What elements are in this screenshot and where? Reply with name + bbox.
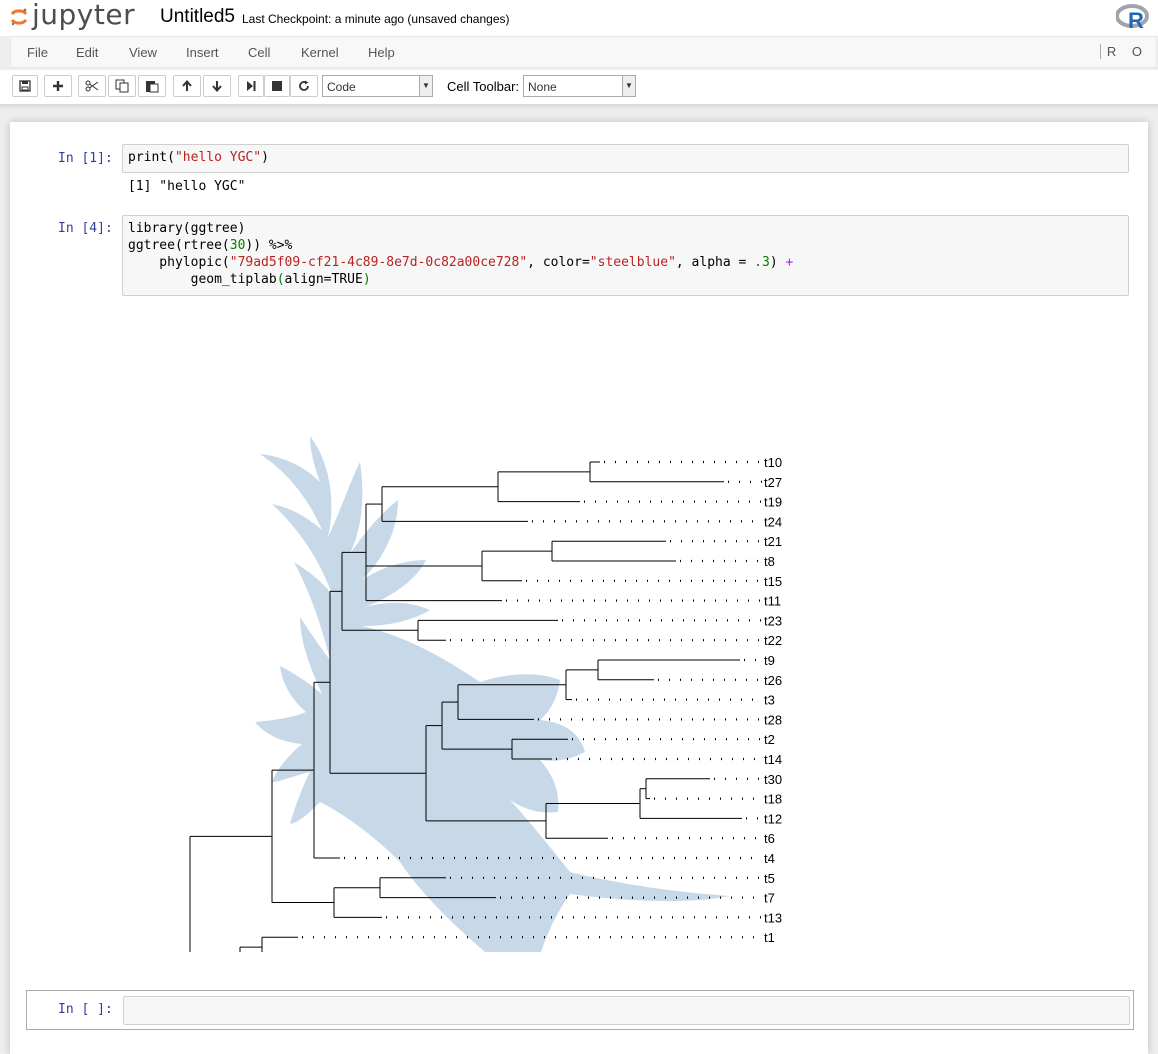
r-kernel-logo-icon: R — [1116, 4, 1149, 31]
cell-3-prompt: In [ ]: — [58, 1002, 113, 1017]
code-string: "hello YGC" — [174, 150, 262, 165]
run-cell-button[interactable] — [238, 75, 264, 97]
notebook-name[interactable]: Untitled5 — [160, 6, 235, 27]
cell-3-input[interactable] — [123, 996, 1130, 1025]
tip-label: t21 — [764, 534, 782, 549]
tip-label: t25 — [764, 950, 782, 952]
tip-label: t26 — [764, 673, 782, 688]
tip-label: t18 — [764, 792, 782, 807]
cell-1-prompt: In [1]: — [58, 151, 113, 166]
tip-label: t11 — [764, 594, 781, 609]
step-icon — [247, 81, 256, 91]
tip-label: t13 — [764, 910, 782, 925]
cell-2-prompt: In [4]: — [58, 221, 113, 236]
alignment-dots — [302, 460, 762, 939]
insert-cell-button[interactable] — [44, 75, 72, 97]
restart-kernel-button[interactable] — [290, 75, 318, 97]
cell-2-input[interactable]: library(ggtree) ggtree(rtree(30)) %>% ph… — [122, 215, 1129, 296]
header: jupyter Untitled5 Last Checkpoint: a min… — [0, 0, 1158, 36]
cell-1-output: [1] "hello YGC" — [128, 179, 246, 194]
menu-cell[interactable]: Cell — [248, 45, 271, 60]
cell-toolbar-label: Cell Toolbar: — [447, 79, 520, 94]
cell-type-value: Code — [327, 80, 356, 94]
stop-icon — [272, 81, 282, 91]
tip-label: t19 — [764, 495, 782, 510]
tip-label: t5 — [764, 871, 775, 886]
jupyter-ring-icon — [10, 8, 28, 26]
cell-type-select[interactable]: Code ▼ — [322, 75, 433, 97]
tree-plot: t10 t27 t19 t24 t21 t8 t15 t11 t23 t22 t9 t26 t3 t28 t… — [189, 436, 782, 952]
menu-insert[interactable]: Insert — [186, 45, 219, 60]
tip-label: t27 — [764, 475, 782, 490]
save-icon — [19, 80, 31, 92]
cell-2-code: library(ggtree) ggtree(rtree(30)) %>% ph… — [123, 216, 1128, 292]
tip-label: t12 — [764, 811, 782, 826]
checkpoint-status: Last Checkpoint: a minute ago (unsaved c… — [242, 12, 510, 26]
code-line: phylopic("79ad5f09-cf21-4c89-8e7d-0c82a0… — [128, 255, 794, 270]
cell-toolbar-value: None — [528, 80, 557, 94]
notebook-container: In [1]: print("hello YGC") [1] "hello YG… — [10, 122, 1148, 1054]
tip-label: t15 — [764, 574, 782, 589]
menu-kernel[interactable]: Kernel — [301, 45, 339, 60]
paste-button[interactable] — [138, 75, 166, 97]
tip-label: t4 — [764, 851, 775, 866]
svg-text:R: R — [1128, 8, 1144, 31]
cell-1-code: print("hello YGC") — [128, 150, 269, 165]
tip-label: t9 — [764, 653, 775, 668]
menu-edit[interactable]: Edit — [76, 45, 99, 60]
tip-label: t7 — [764, 891, 775, 906]
tip-labels: t10 t27 t19 t24 t21 t8 t15 t11 t23 t22 t9 t26 t3 t28 t… — [764, 455, 782, 952]
tip-label: t22 — [764, 633, 782, 648]
cell-1-input[interactable]: print("hello YGC") — [122, 144, 1129, 173]
tip-label: t6 — [764, 831, 775, 846]
tree-branches — [189, 461, 742, 952]
chevron-down-icon: ▼ — [419, 76, 432, 96]
restart-icon — [299, 80, 309, 91]
chevron-down-icon: ▼ — [622, 76, 635, 96]
tip-label: t30 — [764, 772, 782, 787]
tip-label: t10 — [764, 455, 782, 470]
code-line: ggtree(rtree(30)) %>% — [128, 238, 293, 253]
cell-3[interactable]: In [ ]: — [26, 990, 1134, 1030]
menu-file[interactable]: File — [27, 45, 48, 60]
tip-label: t2 — [764, 732, 775, 747]
plus-icon — [53, 81, 63, 91]
code-line: library(ggtree) — [128, 221, 246, 236]
tip-label: t1 — [764, 930, 775, 945]
cut-button[interactable] — [78, 75, 106, 97]
cut-icon — [85, 80, 99, 92]
tip-label: t23 — [764, 613, 782, 628]
copy-button[interactable] — [108, 75, 136, 97]
header-shadow — [0, 104, 1158, 110]
tip-label: t28 — [764, 712, 782, 727]
cell-toolbar-select[interactable]: None ▼ — [523, 75, 636, 97]
menubar: File Edit View Insert Cell Kernel Help R… — [10, 36, 1157, 68]
toolbar: Code ▼ Cell Toolbar: None ▼ — [0, 70, 1158, 104]
code-line: geom_tiplab(align=TRUE) — [128, 272, 371, 287]
tip-label: t3 — [764, 693, 775, 708]
copy-icon — [115, 79, 129, 93]
move-down-button[interactable] — [203, 75, 231, 97]
menu-view[interactable]: View — [129, 45, 157, 60]
readonly-indicator: R O — [1099, 44, 1148, 59]
move-up-button[interactable] — [173, 75, 201, 97]
menu-help[interactable]: Help — [368, 45, 395, 60]
jupyter-wordmark: jupyter — [32, 0, 136, 31]
tip-label: t8 — [764, 554, 775, 569]
arrow-down-icon — [212, 81, 222, 92]
bird-silhouette-image — [255, 436, 730, 952]
interrupt-button[interactable] — [264, 75, 290, 97]
tip-label: t24 — [764, 514, 782, 529]
tip-label: t14 — [764, 752, 782, 767]
paste-icon — [146, 81, 159, 93]
arrow-up-icon — [182, 80, 192, 91]
save-button[interactable] — [12, 75, 38, 97]
